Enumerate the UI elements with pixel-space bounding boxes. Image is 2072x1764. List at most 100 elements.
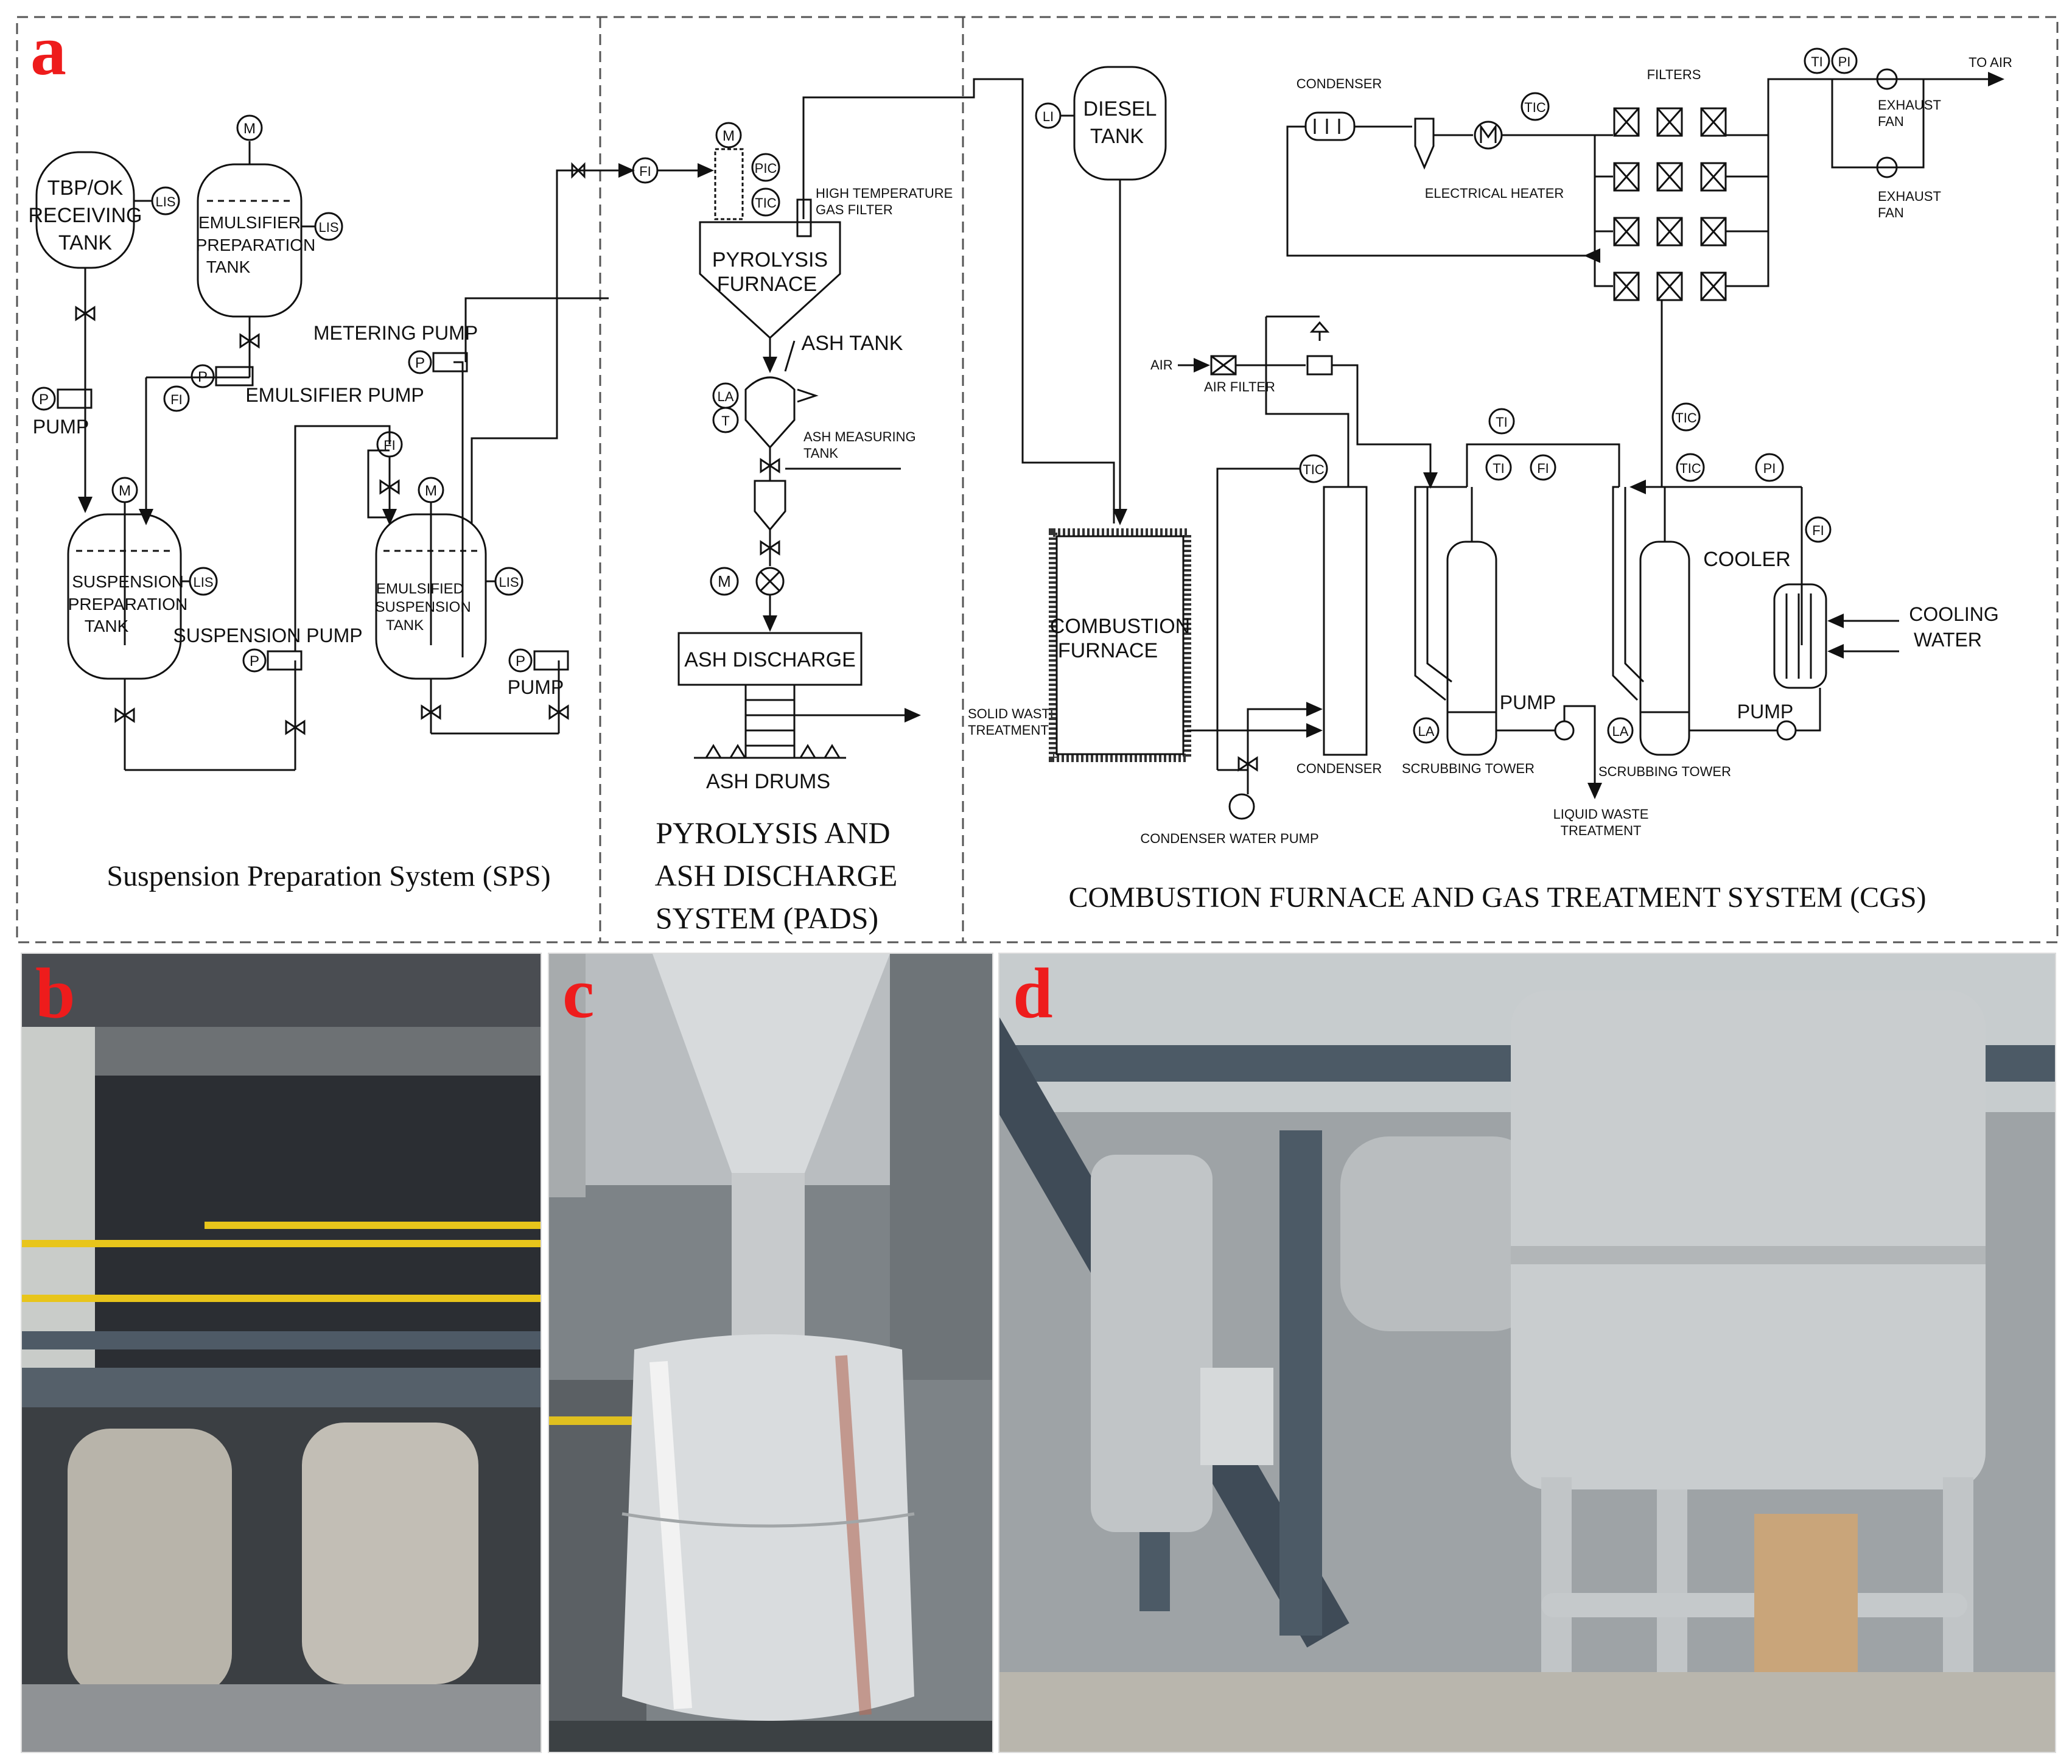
ti-label: TI: [1496, 415, 1508, 430]
pads-section-title-3: SYSTEM (PADS): [656, 901, 878, 935]
valve-icon: [421, 704, 441, 720]
t-indicator: [712, 407, 739, 433]
fi-label: FI: [170, 392, 183, 407]
electrical-heater-label: ELECTRICAL HEATER: [1425, 186, 1564, 201]
diesel-tank-label-2: TANK: [1090, 125, 1144, 148]
pump-icon: [533, 650, 569, 671]
tic-indicator: [1671, 402, 1701, 432]
filters-label: FILTERS: [1647, 67, 1701, 82]
pyrolysis-furnace-label-2: FURNACE: [717, 273, 817, 296]
tbp-tank-label-2: RECEIVING: [28, 204, 142, 227]
tic-indicator: [1299, 454, 1328, 483]
combustion-furnace-label-1: COMBUSTION: [1050, 615, 1190, 638]
motor-icon: [236, 114, 263, 141]
li-label: LI: [1043, 109, 1054, 124]
p-indicator: [508, 648, 533, 673]
pump-2-label: PUMP: [1737, 701, 1793, 723]
exhaust-fan-2-icon: [1876, 156, 1898, 178]
diesel-tank: [1073, 66, 1167, 181]
valve-icon: [239, 333, 260, 349]
la-indicator: [1607, 717, 1634, 744]
suspension-tank-label-3: TANK: [85, 617, 129, 635]
emulsified-tank-label-3: TANK: [386, 617, 424, 634]
lis-label: LIS: [155, 194, 175, 209]
ash-tank: [744, 376, 796, 449]
condenser-top-icon: [1304, 111, 1356, 141]
valve-icon: [75, 306, 96, 321]
hot-filter-label-2: GAS FILTER: [816, 202, 893, 217]
pump-1-icon: [1554, 720, 1575, 741]
valve-icon: [379, 479, 400, 495]
pads-section-title-2: ASH DISCHARGE: [655, 858, 898, 892]
exhaust-fan-1-icon: [1876, 68, 1898, 90]
valve-icon: [760, 458, 780, 474]
metering-pump-label: METERING PUMP: [313, 322, 478, 344]
la-label: LA: [718, 389, 734, 404]
emulsifier-tank-label-2: PREPARATION: [196, 236, 316, 254]
separator-icon: [1414, 117, 1435, 170]
pump-label: PUMP: [508, 676, 564, 698]
pump-icon: [57, 388, 93, 409]
scrubbing-tower-1: [1446, 541, 1497, 756]
air-valve-icon: [1306, 355, 1333, 376]
p-indicator: [32, 387, 56, 411]
liquid-waste-label-1: LIQUID WASTE: [1553, 807, 1649, 822]
ash-discharge-label: ASH DISCHARGE: [684, 648, 856, 671]
ti-indicator: [1804, 47, 1830, 74]
tic-label: TIC: [755, 195, 777, 211]
la-label: LA: [1612, 724, 1629, 739]
filter-bank: [1613, 107, 1727, 301]
pi-indicator: [1831, 47, 1858, 74]
pump-1-label: PUMP: [1500, 691, 1556, 713]
valve-icon: [285, 719, 306, 735]
panel-letter-a: a: [30, 10, 66, 90]
p-indicator: [242, 648, 267, 673]
p-label: P: [516, 653, 525, 670]
to-air-label: TO AIR: [1969, 55, 2012, 70]
scrubbing-tower-1-label: SCRUBBING TOWER: [1402, 761, 1535, 776]
p-indicator: [191, 364, 215, 388]
p-label: P: [415, 355, 425, 371]
furnace-feed-column: [714, 148, 744, 220]
tic-label: TIC: [1524, 100, 1546, 115]
condenser-water-pump-icon: [1228, 793, 1255, 820]
motor-label: M: [718, 572, 731, 590]
metering-pump-icon: [432, 352, 468, 373]
condenser-column: [1323, 486, 1368, 756]
pic-indicator: [751, 153, 780, 182]
emulsifier-tank-label-3: TANK: [206, 257, 251, 276]
p-indicator: [408, 350, 432, 374]
exhaust-fan-2-label-2: FAN: [1878, 205, 1904, 220]
emulsified-tank-label-1: EMULSIFIED: [376, 581, 464, 597]
motor-label: M: [243, 121, 256, 137]
pyrolysis-furnace-label-1: PYROLYSIS: [712, 248, 828, 271]
la-indicator: [1413, 717, 1440, 744]
photo-d-combustion-furnace: d: [998, 953, 2056, 1753]
lis-label: LIS: [193, 575, 213, 590]
valve-icon: [760, 540, 780, 556]
fi-indicator: [163, 385, 190, 412]
la-label: LA: [1418, 724, 1435, 739]
combustion-furnace: [1049, 528, 1191, 762]
air-label: AIR: [1150, 357, 1173, 373]
ash-measuring-tank: [754, 480, 786, 531]
condenser-bottom-label: CONDENSER: [1297, 761, 1382, 776]
ti-indicator: [1488, 408, 1515, 435]
scrubbing-tower-2-label: SCRUBBING TOWER: [1598, 764, 1731, 779]
valve-icon: [571, 162, 586, 179]
solid-waste-label-2: TREATMENT: [968, 723, 1049, 738]
valve-icon: [548, 704, 569, 720]
tic-indicator: [751, 187, 780, 217]
tic-label: TIC: [1675, 410, 1697, 425]
liquid-waste-label-2: TREATMENT: [1561, 823, 1642, 838]
pi-indicator: [1755, 453, 1784, 482]
pads-section-title-1: PYROLYSIS AND: [656, 816, 890, 850]
emulsified-tank-label-2: SUSPENSION: [375, 599, 471, 615]
valve-icon: [1237, 756, 1258, 772]
p-label: P: [39, 391, 49, 408]
scrubbing-tower-2: [1639, 541, 1690, 756]
ash-drums-stack: [744, 684, 796, 759]
photo-c-pyrolysis-furnace: c: [548, 953, 993, 1753]
diesel-tank-label-1: DIESEL: [1083, 97, 1157, 121]
